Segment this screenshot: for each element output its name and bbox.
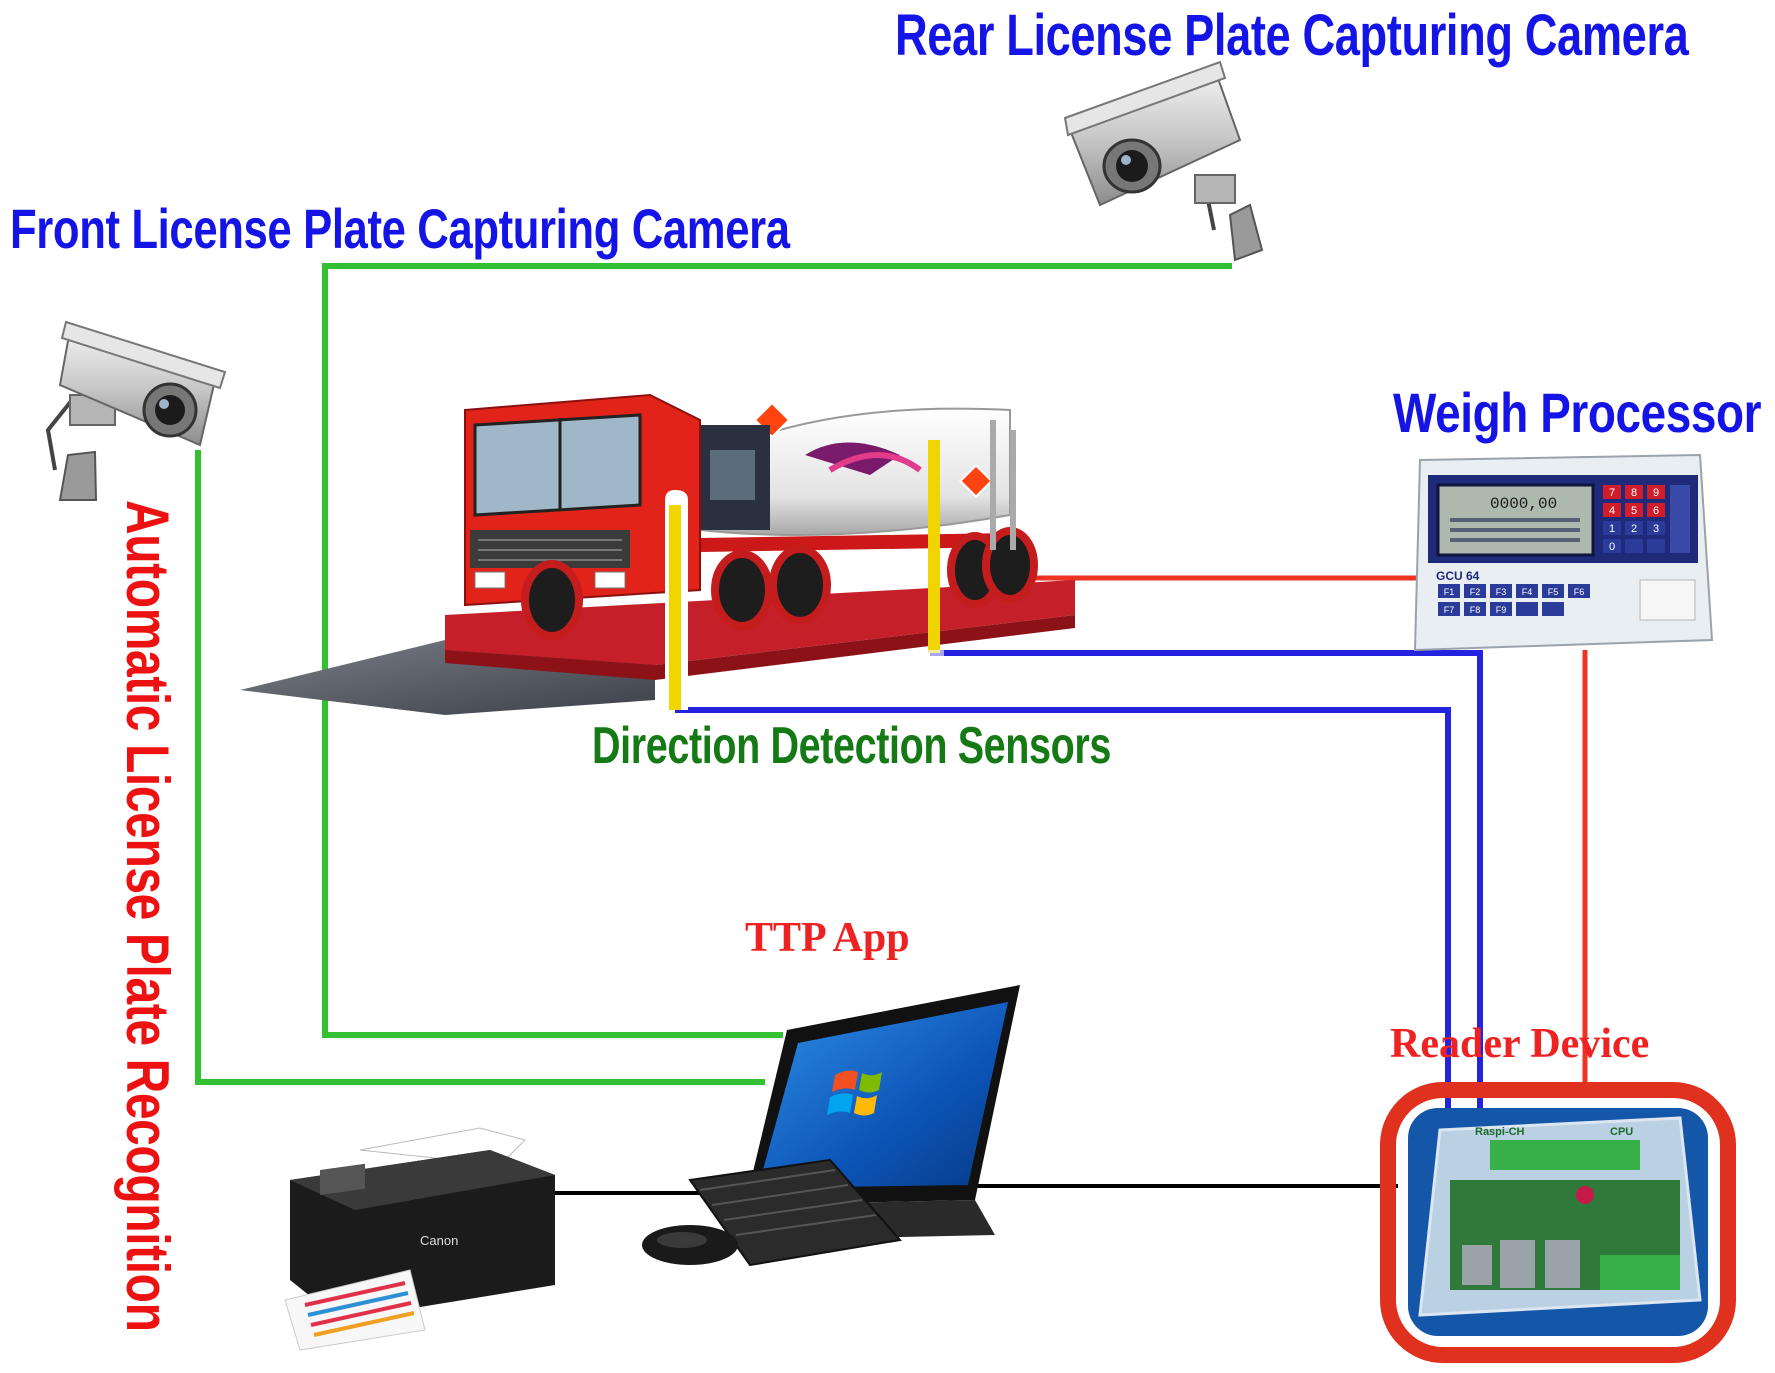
mouse xyxy=(642,1225,738,1265)
function-key-f2: F2 xyxy=(1470,587,1481,597)
function-key-f9: F9 xyxy=(1496,605,1507,615)
function-key-f3: F3 xyxy=(1496,587,1507,597)
weigh-key-8: 8 xyxy=(1631,487,1637,499)
weigh-display: 0000,00 xyxy=(1490,495,1557,513)
function-keys xyxy=(1438,584,1590,616)
front-camera-link xyxy=(195,450,765,1085)
weigh-key-2: 2 xyxy=(1631,523,1637,535)
alpr-label: Automatic License Plate Recognition xyxy=(114,500,181,1332)
rear-camera-label: Rear License Plate Capturing Camera xyxy=(895,3,1689,68)
direction-sensors-label: Direction Detection Sensors xyxy=(592,717,1111,775)
printer: Canon xyxy=(284,1127,555,1351)
printer-brand: Canon xyxy=(420,1233,458,1248)
weigh-key-0: 0 xyxy=(1609,541,1615,553)
device-links xyxy=(555,1184,1398,1195)
weigh-key-1: 1 xyxy=(1609,523,1615,535)
terminal-blocks xyxy=(1490,1140,1680,1290)
weigh-key-4: 4 xyxy=(1609,505,1615,517)
direction-sensor-1 xyxy=(665,490,688,710)
function-key-f7: F7 xyxy=(1444,605,1455,615)
weigh-key-5: 5 xyxy=(1631,505,1637,517)
function-key-f6: F6 xyxy=(1574,587,1585,597)
weigh-key-7: 7 xyxy=(1609,487,1615,499)
reader-device-label: Reader Device xyxy=(1390,1021,1650,1067)
weighbridge-truck-image xyxy=(240,393,1075,715)
weigh-key-3: 3 xyxy=(1653,523,1659,535)
sensor-links xyxy=(675,650,1483,1110)
reader-board-label: Raspi-CH xyxy=(1475,1126,1525,1138)
raspberry-pi-icon xyxy=(1576,1186,1594,1204)
function-key-f5: F5 xyxy=(1548,587,1559,597)
reader-device: Raspi-CH CPU xyxy=(1380,1082,1736,1363)
weigh-processor-label: Weigh Processor xyxy=(1393,381,1762,444)
windows-logo-icon xyxy=(827,1070,882,1116)
weigh-key-9: 9 xyxy=(1653,487,1659,499)
weigh-model-label: GCU 64 xyxy=(1436,569,1480,583)
weigh-keypad xyxy=(1603,485,1690,553)
weigh-key-6: 6 xyxy=(1653,505,1659,517)
function-key-f8: F8 xyxy=(1470,605,1481,615)
direction-sensor-2 xyxy=(924,440,944,656)
keyboard xyxy=(688,1158,902,1267)
function-key-f1: F1 xyxy=(1444,587,1455,597)
function-key-f4: F4 xyxy=(1522,587,1533,597)
rear-camera-icon xyxy=(1063,60,1264,262)
front-camera-icon xyxy=(45,320,227,501)
front-camera-label: Front License Plate Capturing Camera xyxy=(10,197,790,260)
rear-camera-link xyxy=(322,263,1232,1038)
ttp-app-label: TTP App xyxy=(745,915,910,961)
weigh-processor-device: 0000,00 GCU 64 xyxy=(1413,453,1714,652)
reader-cpu-label: CPU xyxy=(1610,1126,1633,1138)
